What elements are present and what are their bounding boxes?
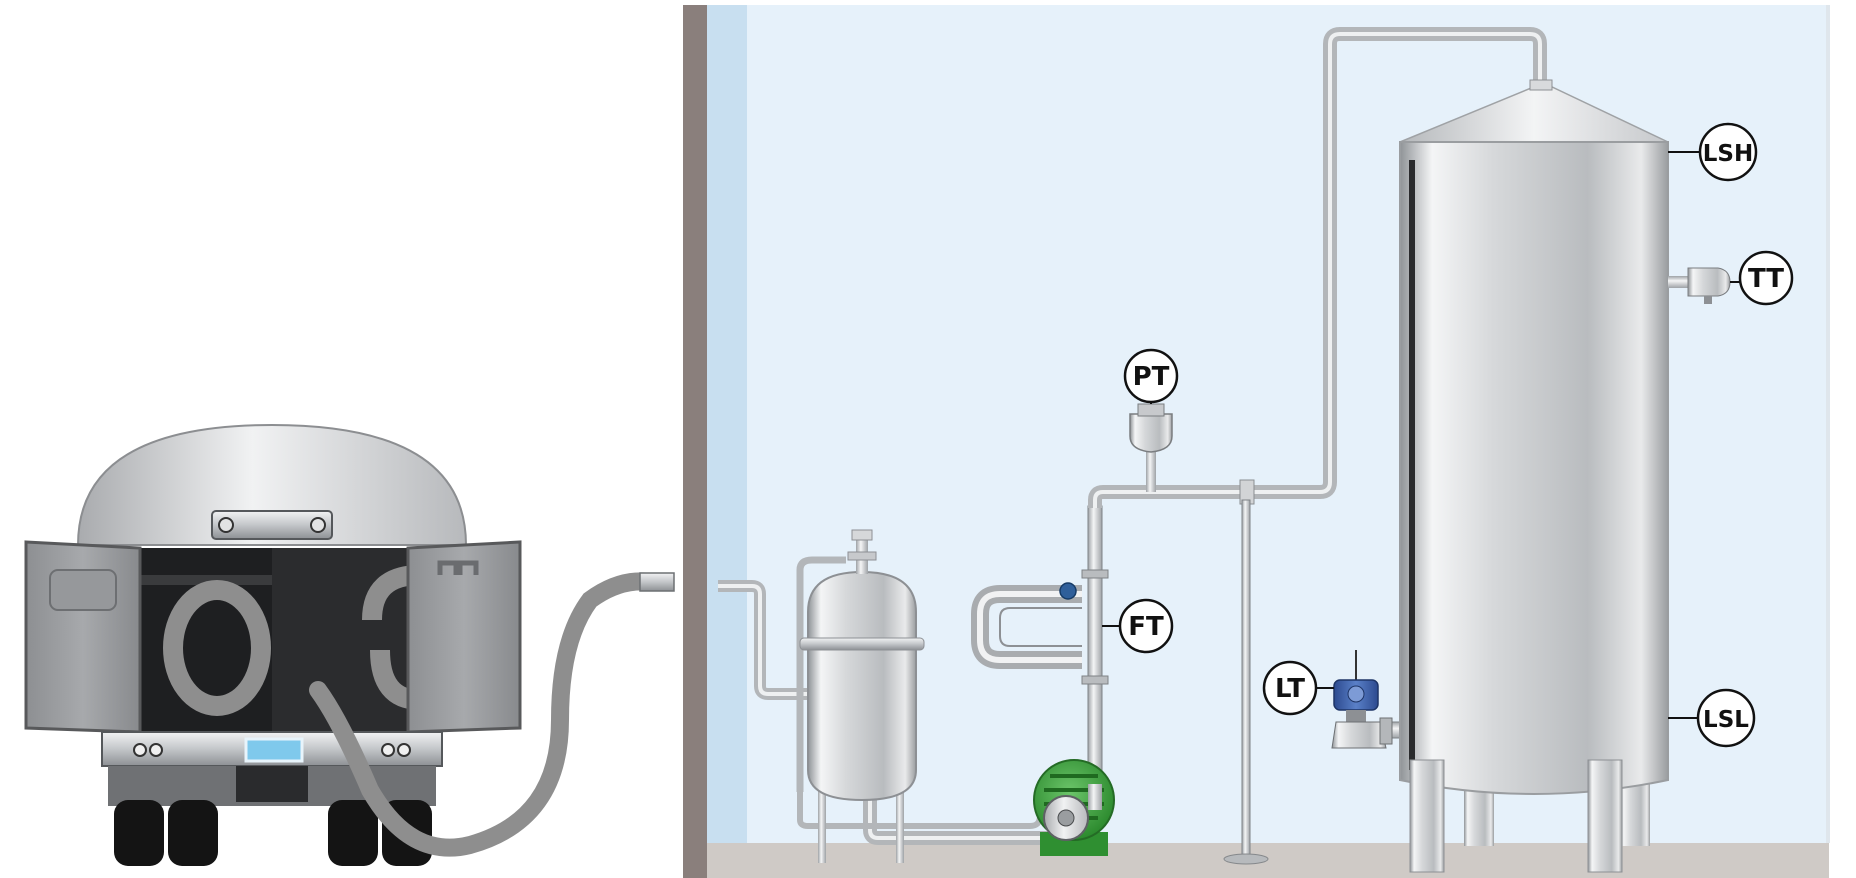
flowmeter-sensor-icon [1059,582,1077,600]
tag-lsl: LSL [1696,688,1756,748]
tag-lsl-label: LSL [1703,707,1749,733]
tag-leaders [1102,151,1740,719]
pump-icon [1033,759,1115,856]
tag-lt: LT [1262,660,1318,716]
storage-tank-icon [1399,79,1731,873]
bolt-icon [310,517,326,533]
truck-top-plate [211,510,333,540]
license-plate [244,737,304,763]
transmitter-icon [1331,650,1393,749]
truck-frame-dark [236,766,308,802]
pipe-support [1241,499,1251,857]
wall-edge-shade [707,5,747,843]
truck-right-door [406,540,522,734]
tag-lsh-label: LSH [1703,141,1753,167]
hose-hook-icon [437,560,479,575]
floor [707,843,1829,878]
door-handle [49,569,117,611]
bolt-icon [218,517,234,533]
coiled-hose-icon [163,580,271,716]
filter-flange [799,637,925,651]
hose-coupling [639,572,675,592]
tag-lt-label: LT [1275,674,1305,704]
tag-pt: PT [1123,348,1179,404]
right-wall-edge [1826,5,1830,843]
pipe-support-base [1223,853,1269,865]
hose-icon [309,572,675,857]
tag-ft: FT [1118,598,1174,654]
tag-tt: TT [1738,250,1794,306]
filter-vessel-icon [799,529,925,863]
wall-post [683,5,707,878]
tag-tt-label: TT [1748,264,1784,294]
tag-ft-label: FT [1128,612,1164,642]
tag-lsh: LSH [1698,122,1758,182]
tag-pt-label: PT [1133,362,1170,392]
tail-lights [133,743,411,757]
tanker-truck-icon [24,423,522,866]
coriolis-flowmeter-icon [971,582,1082,669]
truck-dome [76,423,468,546]
